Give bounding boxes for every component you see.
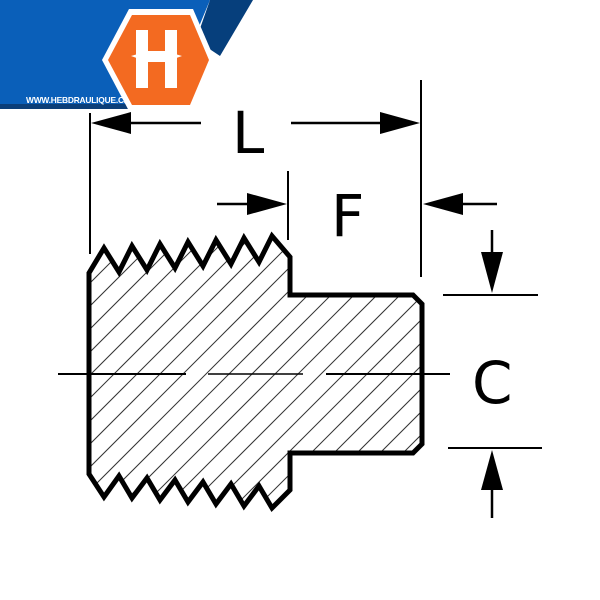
dimension-f: F xyxy=(217,182,497,250)
hatch-line xyxy=(89,236,154,508)
arrow-left-icon xyxy=(423,193,463,215)
extension-lines xyxy=(89,80,542,449)
hatch-line xyxy=(89,236,177,508)
hatch-line xyxy=(312,236,422,508)
hatch-line xyxy=(174,236,422,508)
hatch-line xyxy=(89,236,223,508)
website-url[interactable]: WWW.HEBDRAULIQUE.CA xyxy=(26,95,130,105)
hatch-line xyxy=(289,236,422,508)
arrow-right-icon xyxy=(247,193,287,215)
banner-navy-stripe xyxy=(196,0,253,56)
hatch-line xyxy=(89,236,200,508)
dimension-label-l: L xyxy=(232,99,264,167)
plug-outline xyxy=(86,231,425,513)
hatch-line xyxy=(89,236,338,508)
arrow-right-icon xyxy=(380,112,420,134)
hatch-line xyxy=(543,220,600,520)
hatch-line xyxy=(89,236,131,508)
hebdraulique-logo[interactable] xyxy=(102,9,215,111)
hatch-line xyxy=(89,236,361,508)
hatch-line xyxy=(89,236,246,508)
hatch-line xyxy=(197,236,422,508)
hatch-line xyxy=(0,220,84,520)
dimension-c: C xyxy=(472,230,513,518)
hatch-line xyxy=(589,220,600,520)
banner-bottom-strip xyxy=(0,104,168,109)
hatch-line xyxy=(89,236,269,508)
hatch-line xyxy=(0,220,61,520)
dimension-label-c: C xyxy=(472,349,513,417)
hatch-line xyxy=(266,236,422,508)
hatch-line xyxy=(520,220,600,520)
hatch-line xyxy=(428,220,600,520)
dimension-label-f: F xyxy=(331,182,364,250)
arrow-up-icon xyxy=(481,450,503,490)
dimension-l: L xyxy=(91,99,420,167)
hatch-line xyxy=(89,236,292,508)
hatch-line xyxy=(220,236,422,508)
hatch-line xyxy=(0,220,15,520)
logo-h-letter-icon xyxy=(131,30,182,88)
arrow-left-icon xyxy=(91,112,131,134)
hatch-line xyxy=(151,236,422,508)
hatch-line xyxy=(335,236,422,508)
hatch-line xyxy=(0,220,38,520)
arrow-down-icon xyxy=(481,252,503,293)
hatch-line xyxy=(89,236,315,508)
hatch-line xyxy=(566,220,600,520)
